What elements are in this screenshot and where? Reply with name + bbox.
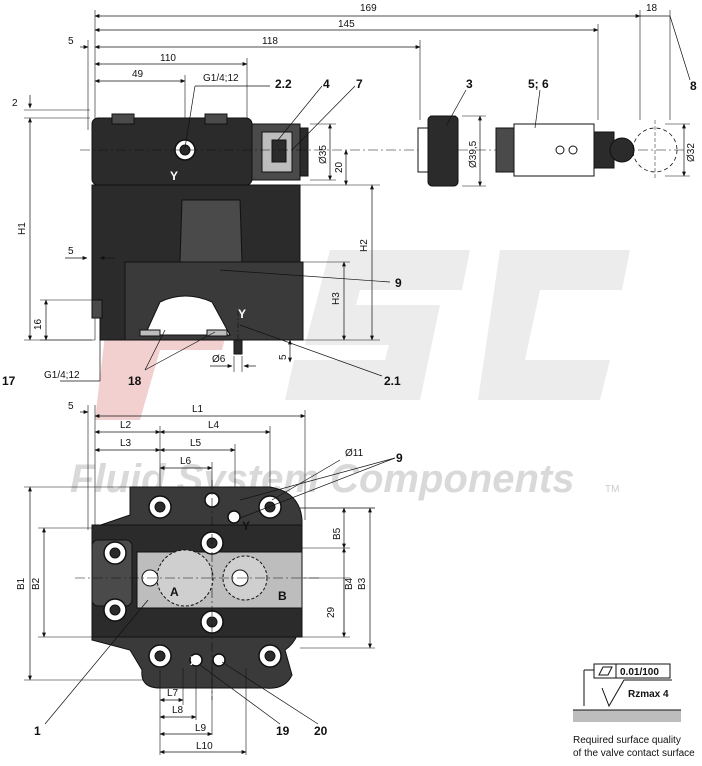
dim-118: 118 [262,36,278,47]
letter-y-bottom: Y [238,307,246,321]
callout-17: 17 [2,374,16,388]
dim-18: 18 [646,3,658,14]
callout-18: 18 [128,374,142,388]
watermark: Fluid System Components TM [70,250,630,501]
roughness-value: Rzmax 4 [628,689,669,700]
dim-l8: L8 [172,705,184,716]
callout-4: 4 [323,77,330,91]
callout-20: 20 [314,724,328,738]
dim-l1: L1 [192,404,204,415]
callout-5-6: 5; 6 [528,77,549,91]
dim-d6: Ø6 [212,354,226,365]
watermark-tm: TM [605,484,619,495]
dim-5-mid: 5 [68,246,74,257]
dim-l3: L3 [120,438,132,449]
port-top-label: G1/4;12 [203,73,239,84]
dim-l4: L4 [208,420,220,431]
dim-49: 49 [132,69,144,80]
surface-quality-note: 0.01/100 Rzmax 4 Required surface qualit… [573,663,695,759]
dim-l5: L5 [190,438,202,449]
dim-d39-5: Ø39,5 [468,140,479,168]
dim-5-top: 5 [68,36,74,47]
dim-l7: L7 [167,688,179,699]
top-view-labels: 5 L1 L2 L4 L3 L5 L6 Ø11 B5 B1 B2 B4 B3 2… [16,401,403,752]
dim-145: 145 [338,19,355,30]
dim-b5: B5 [332,527,343,540]
dim-5-bottom: 5 [278,354,289,360]
side-view-labels: 169 18 145 5 118 110 49 G1/4;12 2 H1 Ø35… [2,3,697,388]
dim-h1: H1 [17,222,28,235]
dim-20: 20 [334,161,345,173]
letter-y-topview: Y [242,519,250,533]
surface-note-line2: of the valve contact surface [573,748,695,759]
dim-h2: H2 [359,239,370,252]
letter-b-topview: B [278,589,287,603]
letter-a-topview: A [170,585,179,599]
dim-b4: B4 [344,577,355,590]
top-view [24,405,396,755]
dim-29: 29 [326,606,337,618]
callout-3: 3 [466,77,473,91]
callout-2-2: 2.2 [275,77,292,91]
dim-h3: H3 [331,292,342,305]
roughness-icon [601,679,672,708]
dim-2: 2 [12,98,18,109]
surface-note-line1: Required surface quality [573,735,681,746]
dim-d32: Ø32 [686,143,697,162]
side-view [24,10,691,382]
letter-y-top: Y [170,169,178,183]
dim-b1: B1 [16,577,27,590]
letter-x-topview: X [190,654,198,668]
port-bottom-label: G1/4;12 [44,370,80,381]
dim-16: 16 [33,318,44,330]
dim-b3: B3 [357,577,368,590]
dim-l9: L9 [195,723,207,734]
callout-1: 1 [34,724,41,738]
letter-a-side: A [168,314,177,328]
callout-9-topview: 9 [396,451,403,465]
callout-9-side: 9 [395,276,402,290]
callout-8: 8 [690,79,697,93]
flatness-icon [598,666,613,676]
dim-5-topview: 5 [68,401,74,412]
dim-l2: L2 [120,420,132,431]
dim-d11: Ø11 [345,448,364,459]
dim-l10: L10 [196,741,213,752]
dim-l6: L6 [180,456,192,467]
dim-169: 169 [360,3,377,14]
dim-110: 110 [160,53,176,64]
callout-19: 19 [276,724,290,738]
callout-7: 7 [356,77,363,91]
dim-d35: Ø35 [318,145,329,164]
callout-2-1: 2.1 [384,374,401,388]
dim-b2: B2 [31,577,42,590]
flatness-value: 0.01/100 [620,667,659,678]
